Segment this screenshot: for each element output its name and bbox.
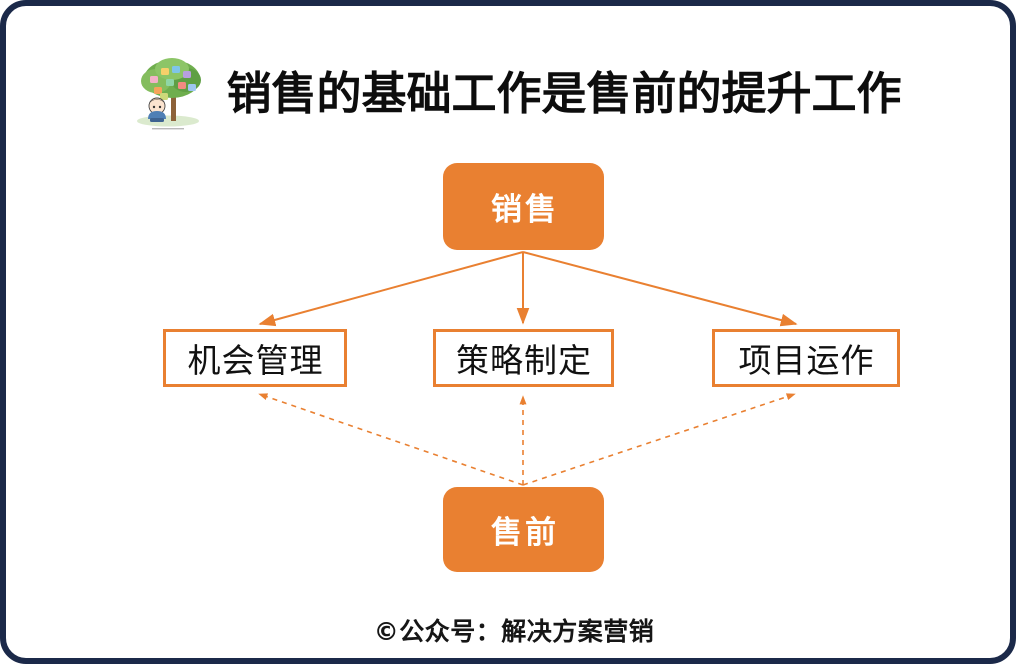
node-sales-label: 销售 <box>491 192 559 228</box>
footer-credit: ©公众号：解决方案营销 <box>373 617 655 646</box>
tree-with-child-logo-icon <box>126 51 211 135</box>
node-presale-label: 售前 <box>491 515 559 551</box>
connector-presale-to-project <box>522 393 796 486</box>
node-strategy-formulation-label: 策略制定 <box>456 341 592 380</box>
node-project-operation-label: 项目运作 <box>738 341 875 380</box>
page-title: 销售的基础工作是售前的提升工作 <box>226 66 902 120</box>
node-project-operation[interactable]: 项目运作 <box>712 329 900 387</box>
diagram-canvas: 销售 机会管理 策略制定 项目运作 售前 <box>6 6 1010 658</box>
node-opportunity-management-label: 机会管理 <box>187 341 324 380</box>
connector-sales-to-project <box>522 251 798 327</box>
node-opportunity-management[interactable]: 机会管理 <box>163 329 347 387</box>
node-strategy-formulation[interactable]: 策略制定 <box>433 329 614 387</box>
connector-layer <box>258 251 798 486</box>
slide-header: 销售的基础工作是售前的提升工作 <box>6 44 1010 142</box>
node-sales[interactable]: 销售 <box>443 163 604 250</box>
connector-presale-to-opportunity <box>258 393 524 486</box>
connector-sales-to-opportunity <box>258 251 524 327</box>
node-presale[interactable]: 售前 <box>443 487 604 572</box>
